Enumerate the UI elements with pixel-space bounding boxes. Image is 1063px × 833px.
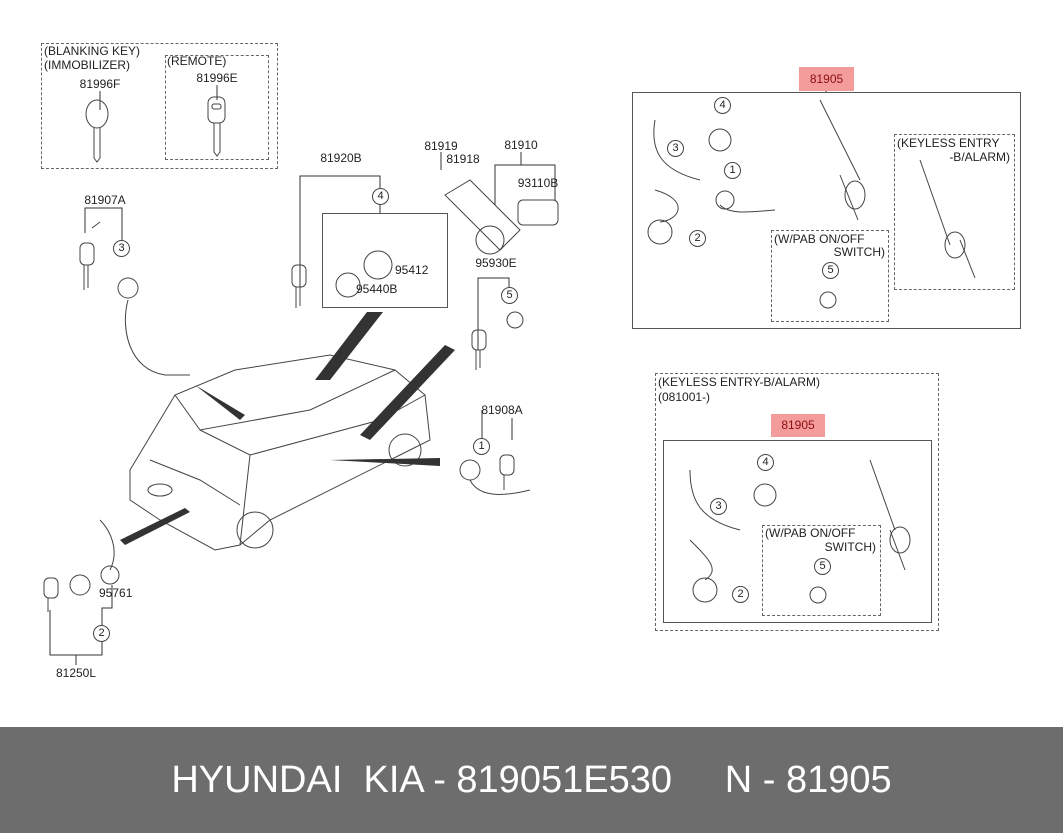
pab-bottom-label-2: SWITCH) <box>824 540 876 554</box>
part-81918[interactable]: 81918 <box>446 152 480 166</box>
part-81907A[interactable]: 81907A <box>84 193 126 207</box>
part-95761[interactable]: 95761 <box>99 586 133 600</box>
callout-3: 3 <box>113 240 130 257</box>
kit-callout-1: 1 <box>724 162 741 179</box>
remote-key-group <box>165 55 269 160</box>
kit-callout-4: 4 <box>714 97 731 114</box>
part-81996F[interactable]: 81996F <box>79 77 121 91</box>
kit-bottom-callout-5: 5 <box>814 558 831 575</box>
pab-bottom-label-1: (W/PAB ON/OFF <box>765 526 856 540</box>
blanking-key-group <box>41 43 278 169</box>
part-81250L[interactable]: 81250L <box>55 666 97 680</box>
part-81910[interactable]: 81910 <box>504 138 538 152</box>
callout-4: 4 <box>372 188 389 205</box>
part-93110B[interactable]: 93110B <box>517 176 559 190</box>
part-number-footer: HYUNDAI KIA - 819051E530 N - 81905 <box>0 727 1063 833</box>
part-81908A[interactable]: 81908A <box>481 403 523 417</box>
part-95412[interactable]: 95412 <box>395 263 429 277</box>
kit-box-bottom <box>663 440 932 623</box>
kit-bottom-title-2: (081001-) <box>658 390 711 404</box>
part-81920B[interactable]: 81920B <box>320 151 362 165</box>
kit-callout-2: 2 <box>689 230 706 247</box>
part-95440B[interactable]: 95440B <box>356 282 398 296</box>
immobilizer-label: (IMMOBILIZER) <box>44 58 130 72</box>
part-95930E[interactable]: 95930E <box>475 256 517 270</box>
callout-5: 5 <box>501 287 518 304</box>
callout-1: 1 <box>473 438 490 455</box>
pab-label-1: (W/PAB ON/OFF <box>774 232 865 246</box>
part-81996E[interactable]: 81996E <box>196 71 238 85</box>
kit-box-top <box>632 92 1021 329</box>
kit-part-81905-bottom[interactable]: 81905 <box>771 414 825 437</box>
blanking-key-label: (BLANKING KEY) <box>44 44 141 58</box>
pab-switch-group-top <box>771 230 889 322</box>
keyless-label-1: (KEYLESS ENTRY <box>897 136 1000 150</box>
pab-label-2: SWITCH) <box>833 245 885 259</box>
kit-bottom-callout-4: 4 <box>757 454 774 471</box>
ignition-cylinder-group <box>322 213 448 308</box>
keyless-entry-group <box>894 134 1015 290</box>
kit-group-bottom <box>655 373 939 631</box>
kit-callout-5: 5 <box>822 262 839 279</box>
kit-bottom-callout-3: 3 <box>710 498 727 515</box>
pab-switch-group-bottom <box>762 525 881 616</box>
kit-callout-3: 3 <box>667 140 684 157</box>
remote-label: (REMOTE) <box>167 54 227 68</box>
part-81919[interactable]: 81919 <box>424 139 458 153</box>
keyless-label-2: -B/ALARM) <box>949 150 1010 164</box>
diagram-lines <box>43 67 976 665</box>
kit-bottom-title-1: (KEYLESS ENTRY-B/ALARM) <box>658 375 821 389</box>
kit-bottom-callout-2: 2 <box>732 586 749 603</box>
callout-2: 2 <box>93 625 110 642</box>
kit-part-81905-top[interactable]: 81905 <box>799 67 854 91</box>
